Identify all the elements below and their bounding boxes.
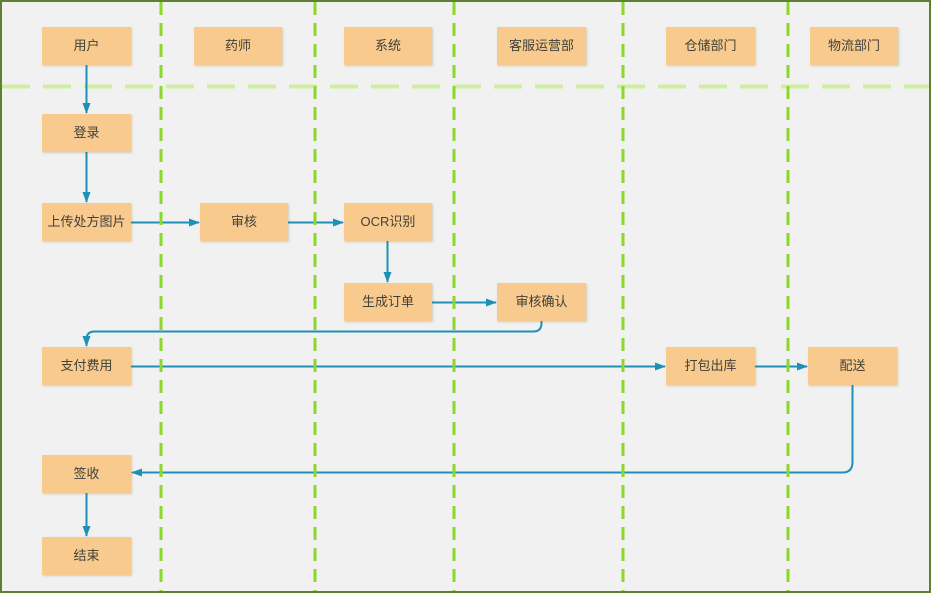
node-create-order[interactable]: 生成订单 bbox=[344, 283, 432, 321]
edge-deliver-sign bbox=[131, 385, 854, 477]
lane-header-pharmacist[interactable]: 药师 bbox=[194, 27, 282, 65]
node-review[interactable]: 审核 bbox=[200, 203, 288, 241]
node-sign-receive[interactable]: 签收 bbox=[42, 455, 131, 493]
node-end[interactable]: 结束 bbox=[42, 537, 131, 575]
node-pack-ship[interactable]: 打包出库 bbox=[666, 347, 755, 385]
node-login[interactable]: 登录 bbox=[42, 114, 131, 152]
lane-header-system[interactable]: 系统 bbox=[344, 27, 432, 65]
node-upload-prescription[interactable]: 上传处方图片 bbox=[42, 203, 131, 241]
node-review-confirm[interactable]: 审核确认 bbox=[497, 283, 586, 321]
node-deliver[interactable]: 配送 bbox=[808, 347, 897, 385]
node-pay[interactable]: 支付费用 bbox=[42, 347, 131, 385]
lane-header-logistics[interactable]: 物流部门 bbox=[810, 27, 898, 65]
node-ocr[interactable]: OCR识别 bbox=[344, 203, 432, 241]
lane-header-warehouse[interactable]: 仓储部门 bbox=[666, 27, 755, 65]
lane-header-customer-service[interactable]: 客服运营部 bbox=[497, 27, 586, 65]
lane-header-user[interactable]: 用户 bbox=[42, 27, 131, 65]
edge-confirm-pay bbox=[82, 321, 543, 347]
